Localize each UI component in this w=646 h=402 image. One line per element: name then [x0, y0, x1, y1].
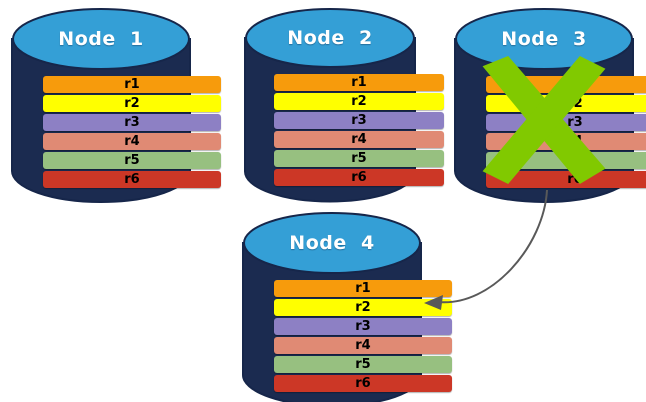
row-bar-r1: r1 — [274, 74, 444, 91]
row-label: r1 — [355, 281, 371, 296]
row-bar-r4: r4 — [274, 337, 452, 354]
row-bar-r5: r5 — [274, 150, 444, 167]
row-bar-r5: r5 — [486, 152, 646, 169]
row-label: r5 — [355, 357, 371, 372]
row-list-3: r1 r2 r3 r4 r5 r6 — [455, 76, 646, 188]
row-label: r6 — [355, 376, 371, 391]
cylinder-top-ellipse — [243, 212, 421, 274]
row-bar-r3: r3 — [43, 114, 221, 131]
row-bar-r6: r6 — [486, 171, 646, 188]
row-label: r4 — [355, 338, 371, 353]
row-bar-r2: r2 — [274, 93, 444, 110]
row-bar-r1: r1 — [486, 76, 646, 93]
row-bar-r2: r2 — [486, 95, 646, 112]
row-bar-r5: r5 — [43, 152, 221, 169]
row-label: r4 — [351, 132, 367, 147]
row-bar-r4: r4 — [43, 133, 221, 150]
row-label: r3 — [355, 319, 371, 334]
row-bar-r4: r4 — [274, 131, 444, 148]
row-bar-r5: r5 — [274, 356, 452, 373]
row-bar-r1: r1 — [274, 280, 452, 297]
row-bar-r3: r3 — [274, 318, 452, 335]
cylinder-top-ellipse — [12, 8, 190, 70]
row-bar-r2: r2 — [274, 299, 452, 316]
row-bar-r1: r1 — [43, 76, 221, 93]
row-bar-r2: r2 — [43, 95, 221, 112]
row-label: r2 — [355, 300, 371, 315]
row-label: r6 — [124, 172, 140, 187]
row-list-1: r1 r2 r3 r4 r5 r6 — [12, 76, 252, 188]
row-label: r6 — [351, 170, 367, 185]
row-label: r2 — [351, 94, 367, 109]
row-bar-r6: r6 — [43, 171, 221, 188]
row-label: r5 — [124, 153, 140, 168]
row-label: r4 — [567, 134, 583, 149]
row-bar-r3: r3 — [274, 112, 444, 129]
row-label: r2 — [124, 96, 140, 111]
row-list-2: r1 r2 r3 r4 r5 r6 — [245, 74, 473, 186]
row-label: r4 — [124, 134, 140, 149]
row-label: r1 — [124, 77, 140, 92]
row-label: r2 — [567, 96, 583, 111]
row-label: r1 — [351, 75, 367, 90]
row-label: r1 — [567, 77, 583, 92]
cylinder-top-ellipse — [245, 8, 415, 68]
row-bar-r4: r4 — [486, 133, 646, 150]
row-label: r5 — [351, 151, 367, 166]
row-label: r6 — [567, 172, 583, 187]
row-bar-r6: r6 — [274, 375, 452, 392]
row-label: r3 — [124, 115, 140, 130]
row-list-4: r1 r2 r3 r4 r5 r6 — [243, 280, 483, 392]
row-bar-r6: r6 — [274, 169, 444, 186]
row-label: r5 — [567, 153, 583, 168]
cylinder-top-ellipse — [455, 8, 633, 70]
row-label: r3 — [567, 115, 583, 130]
row-label: r3 — [351, 113, 367, 128]
row-bar-r3: r3 — [486, 114, 646, 131]
